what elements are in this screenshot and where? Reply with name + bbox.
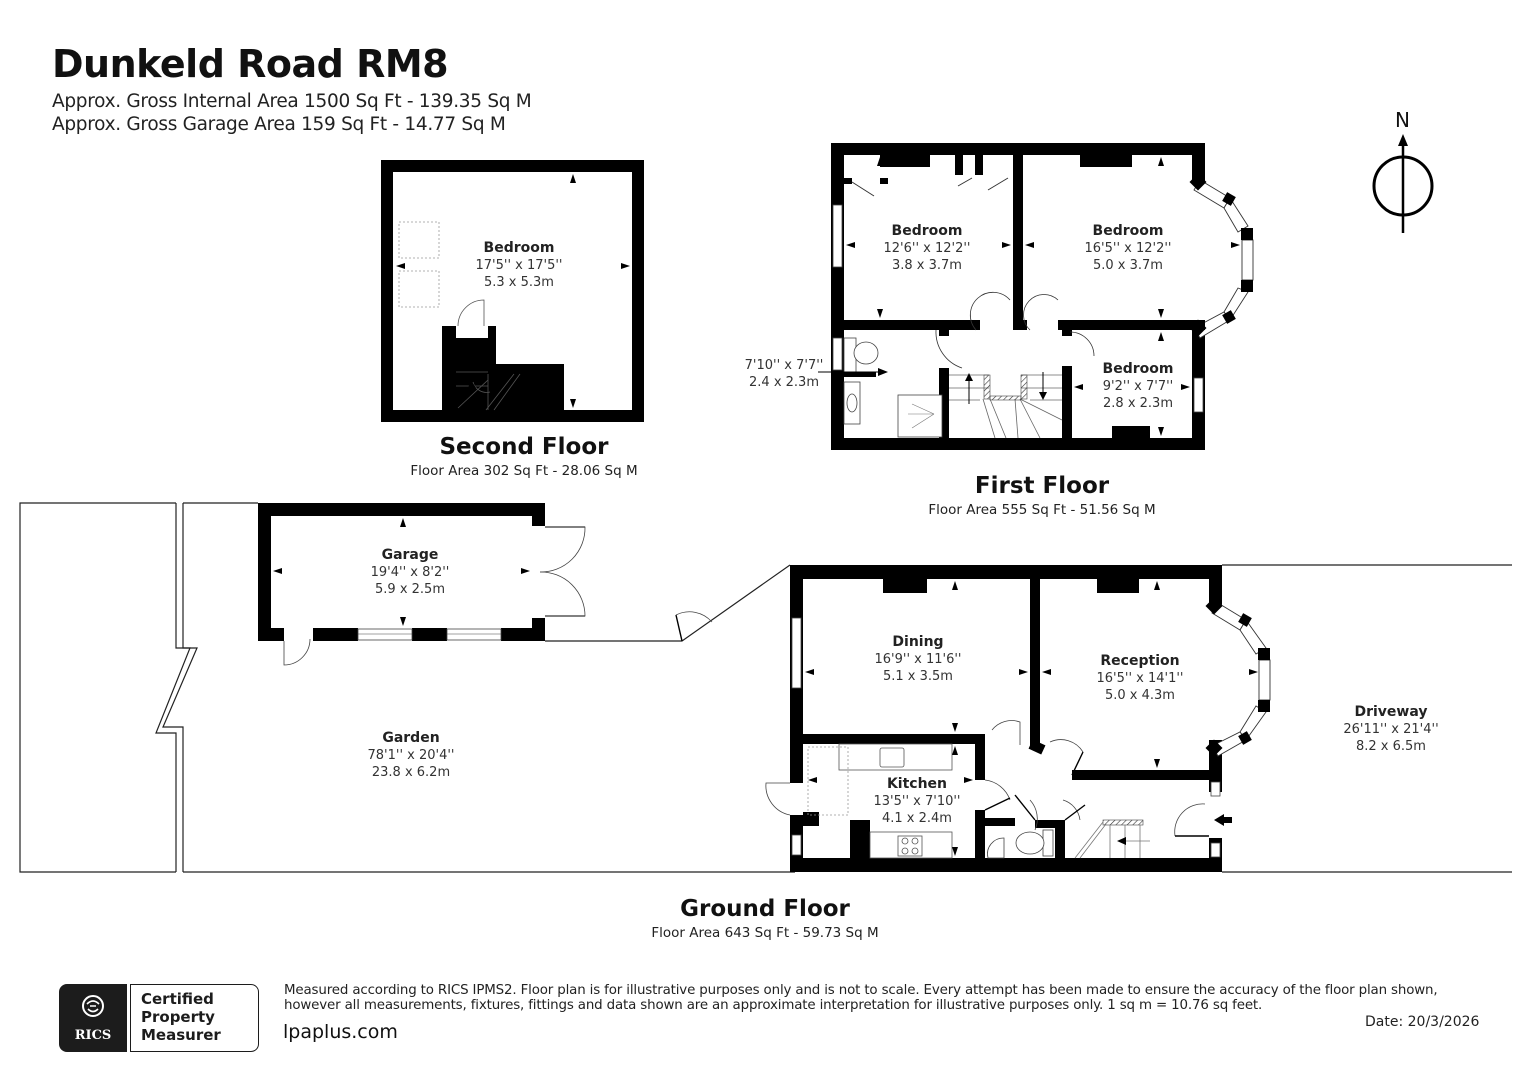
room-label-first-bedroom-1: Bedroom 12'6'' x 12'2'' 3.8 x 3.7m (883, 223, 970, 274)
disclaimer-line-1: Measured according to RICS IPMS2. Floor … (284, 983, 1438, 998)
room-label-first-bedroom-2: Bedroom 16'5'' x 12'2'' 5.0 x 3.7m (1084, 223, 1171, 274)
room-label-first-bathroom: 7'10'' x 7'7'' 2.4 x 2.3m (745, 357, 824, 391)
north-label: N (1395, 108, 1410, 132)
floor-area: Floor Area 555 Sq Ft - 51.56 Sq M (928, 502, 1156, 518)
room-dim-metric: 5.0 x 4.3m (1105, 688, 1175, 703)
room-name: Reception (1100, 653, 1180, 669)
room-dim-metric: 23.8 x 6.2m (371, 765, 451, 780)
room-dim-imperial: 17'5'' x 17'5'' (475, 258, 563, 273)
floor-name: Second Floor (439, 434, 609, 460)
room-dim-imperial: 9'2'' x 7'7'' (1102, 379, 1174, 394)
room-label-dining: Dining 16'9'' x 11'6'' 5.1 x 3.5m (874, 634, 961, 685)
room-name: Kitchen (886, 776, 948, 792)
badge-line-2: Property (141, 1008, 215, 1026)
disclaimer: Measured according to RICS IPMS2. Floor … (284, 983, 1484, 1013)
north-arrow-icon (1372, 134, 1434, 233)
gross-internal-area: Approx. Gross Internal Area 1500 Sq Ft -… (52, 91, 532, 112)
room-dim-metric: 5.3 x 5.3m (484, 275, 554, 290)
room-dim-imperial: 16'9'' x 11'6'' (874, 652, 962, 667)
room-dim-imperial: 19'4'' x 8'2'' (370, 565, 450, 580)
badge-line-1: Certified (141, 990, 214, 1008)
room-dim-imperial: 16'5'' x 12'2'' (1084, 241, 1172, 256)
room-name: Bedroom (483, 240, 555, 256)
page-title: Dunkeld Road RM8 (52, 42, 449, 86)
room-label-second-bedroom: Bedroom 17'5'' x 17'5'' 5.3 x 5.3m (475, 240, 562, 291)
rics-logo-block: RICS (59, 984, 127, 1052)
room-dim-imperial: 7'10'' x 7'7'' (744, 358, 824, 373)
room-label-garage: Garage 19'4'' x 8'2'' 5.9 x 2.5m (371, 547, 450, 598)
room-dim-imperial: 78'1'' x 20'4'' (367, 748, 455, 763)
room-dim-imperial: 13'5'' x 7'10'' (873, 794, 961, 809)
room-name: Bedroom (891, 223, 963, 239)
room-label-kitchen: Kitchen 13'5'' x 7'10'' 4.1 x 2.4m (873, 776, 960, 827)
floor-area: Floor Area 302 Sq Ft - 28.06 Sq M (410, 463, 638, 479)
first-floor-plan (818, 143, 1254, 450)
gross-garage-area: Approx. Gross Garage Area 159 Sq Ft - 14… (52, 114, 506, 135)
ground-floor-plan (19, 502, 1512, 873)
floor-title-second: Second Floor Floor Area 302 Sq Ft - 28.0… (410, 432, 637, 480)
plan-date: Date: 20/3/2026 (1365, 1014, 1480, 1030)
room-dim-metric: 2.8 x 2.3m (1103, 396, 1173, 411)
room-name: Bedroom (1102, 361, 1174, 377)
room-label-reception: Reception 16'5'' x 14'1'' 5.0 x 4.3m (1096, 653, 1183, 704)
rics-cert-box: Certified Property Measurer (130, 984, 259, 1052)
room-dim-metric: 5.9 x 2.5m (375, 582, 445, 597)
floor-title-ground: Ground Floor Floor Area 643 Sq Ft - 59.7… (651, 894, 878, 942)
rics-brand: RICS (74, 1028, 112, 1043)
room-dim-metric: 5.0 x 3.7m (1093, 258, 1163, 273)
room-label-first-bedroom-3: Bedroom 9'2'' x 7'7'' 2.8 x 2.3m (1103, 361, 1174, 412)
room-dim-imperial: 26'11'' x 21'4'' (1343, 722, 1439, 737)
floor-name: Ground Floor (680, 896, 850, 922)
floor-title-first: First Floor Floor Area 555 Sq Ft - 51.56… (928, 471, 1155, 519)
room-dim-metric: 5.1 x 3.5m (883, 669, 953, 684)
room-name: Dining (892, 634, 944, 650)
room-name: Driveway (1354, 704, 1428, 720)
room-dim-metric: 4.1 x 2.4m (882, 811, 952, 826)
badge-line-3: Measurer (141, 1026, 221, 1044)
floor-area: Floor Area 643 Sq Ft - 59.73 Sq M (651, 925, 879, 941)
room-name: Garage (381, 547, 439, 563)
room-label-garden: Garden 78'1'' x 20'4'' 23.8 x 6.2m (367, 730, 454, 781)
floor-name: First Floor (974, 473, 1110, 499)
room-name: Garden (382, 730, 440, 746)
room-name: Bedroom (1092, 223, 1164, 239)
rics-lion-icon (82, 995, 104, 1017)
disclaimer-line-2: however all measurements, fixtures, fitt… (284, 998, 1263, 1013)
second-floor-plan (381, 160, 644, 422)
rics-certified-badge: RICS Certified Property Measurer (59, 984, 259, 1052)
room-dim-metric: 8.2 x 6.5m (1356, 739, 1426, 754)
room-dim-imperial: 12'6'' x 12'2'' (883, 241, 971, 256)
room-dim-imperial: 16'5'' x 14'1'' (1096, 671, 1184, 686)
website-link[interactable]: lpaplus.com (283, 1021, 398, 1043)
room-label-driveway: Driveway 26'11'' x 21'4'' 8.2 x 6.5m (1343, 704, 1438, 755)
room-dim-metric: 2.4 x 2.3m (749, 375, 819, 390)
room-dim-metric: 3.8 x 3.7m (892, 258, 962, 273)
